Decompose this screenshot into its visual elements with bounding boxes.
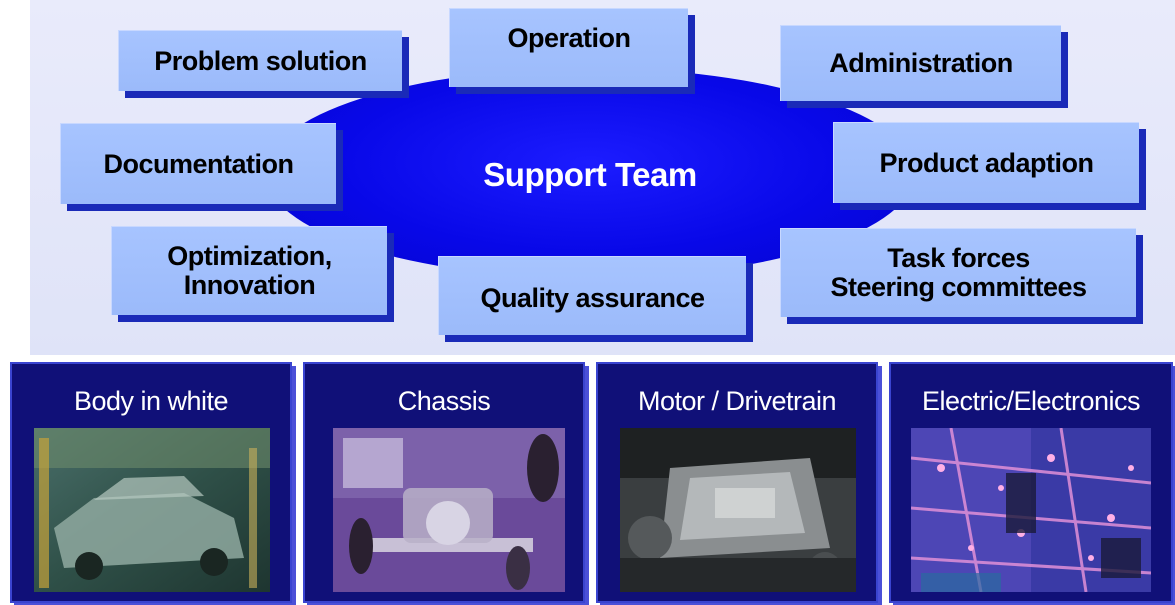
task-label: Optimization, Innovation: [167, 241, 332, 300]
support-team-label: Support Team: [483, 156, 697, 193]
task-label: Documentation: [103, 148, 294, 179]
task-administration: Administration: [780, 25, 1061, 101]
task-label: Product adaption: [879, 147, 1095, 178]
task-product-adaption: Product adaption: [833, 122, 1139, 203]
domain-title: Chassis: [397, 386, 491, 416]
task-operation: Operation: [449, 8, 688, 87]
domain-title: Body in white: [73, 386, 229, 416]
task-label: Problem solution: [154, 45, 367, 76]
domain-title: Motor / Drivetrain: [637, 386, 837, 416]
domain-panel-body-in-white: Body in white: [10, 362, 292, 603]
task-problem-solution: Problem solution: [118, 30, 402, 91]
task-task-forces-steering-committees: Task forces Steering committees: [780, 228, 1136, 317]
electric-electronics-photo: [911, 428, 1151, 592]
chassis-photo: [333, 428, 565, 592]
task-quality-assurance: Quality assurance: [438, 256, 746, 335]
domain-title: Electric/Electronics: [921, 386, 1141, 416]
domain-panel-motor-drivetrain: Motor / Drivetrain: [596, 362, 878, 603]
task-documentation: Documentation: [60, 123, 336, 204]
domain-panel-chassis: Chassis: [303, 362, 585, 603]
task-optimization-innovation: Optimization, Innovation: [111, 226, 387, 315]
task-label: Administration: [829, 48, 1013, 78]
task-label: Quality assurance: [480, 282, 705, 313]
task-label: Task forces Steering committees: [830, 243, 1087, 302]
task-label: Operation: [507, 22, 631, 53]
domain-panel-electric-electronics: Electric/Electronics: [889, 362, 1173, 603]
body-in-white-photo: [34, 428, 270, 592]
motor-drivetrain-photo: [620, 428, 856, 592]
